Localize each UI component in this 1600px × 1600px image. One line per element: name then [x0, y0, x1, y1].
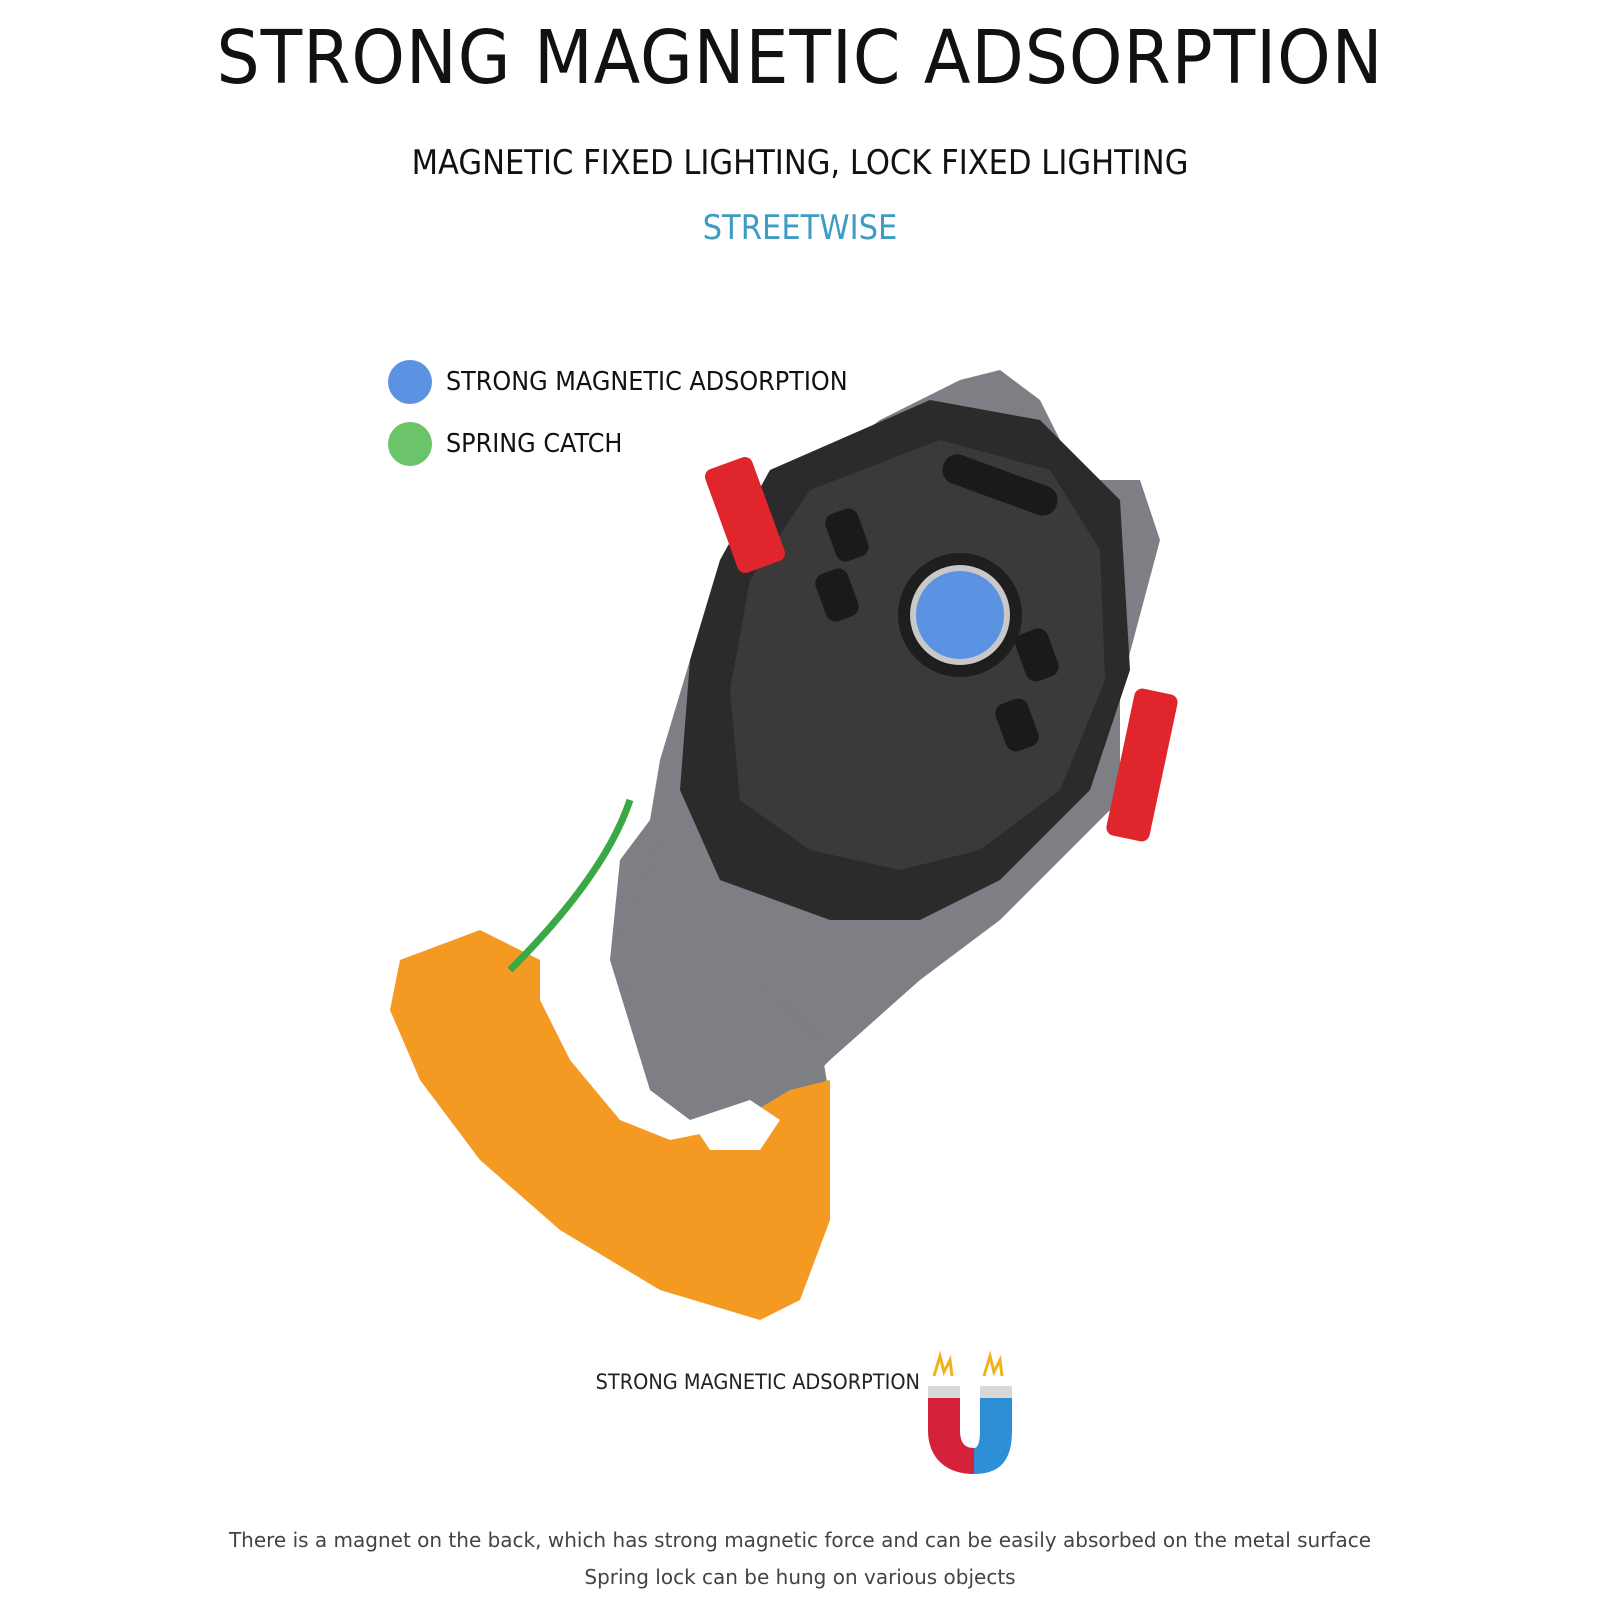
legend: STRONG MAGNETIC ADSORPTION SPRING CATCH — [388, 360, 883, 484]
slot — [942, 454, 1058, 516]
handle-notch — [690, 1100, 780, 1150]
horseshoe-magnet-icon — [928, 1350, 1012, 1474]
orange-handle — [390, 930, 830, 1320]
slot — [995, 698, 1039, 752]
green-dot-icon — [388, 422, 432, 466]
product-illustration — [390, 370, 1178, 1320]
magnet-note-label: STRONG MAGNETIC ADSORPTION — [595, 1370, 920, 1394]
brand-name: STREETWISE — [702, 208, 898, 248]
legend-label: STRONG MAGNETIC ADSORPTION — [446, 367, 848, 397]
spark-icon — [932, 1350, 954, 1377]
magnet-north-pole — [928, 1386, 974, 1474]
magnet-tip — [928, 1386, 960, 1398]
page-subtitle: MAGNETIC FIXED LIGHTING, LOCK FIXED LIGH… — [411, 143, 1189, 183]
magnet-disc — [916, 571, 1004, 659]
blue-dot-icon — [388, 360, 432, 404]
magnet-south-pole — [974, 1386, 1012, 1474]
slot — [815, 568, 859, 622]
legend-item-magnet: STRONG MAGNETIC ADSORPTION — [388, 360, 883, 404]
slot — [825, 508, 869, 562]
spring-catch-wire — [507, 798, 634, 973]
magnet-tip — [980, 1386, 1012, 1398]
description-line-2: Spring lock can be hung on various objec… — [584, 1565, 1016, 1589]
left-red-button — [704, 457, 786, 573]
right-red-button — [1106, 688, 1178, 842]
legend-item-spring: SPRING CATCH — [388, 422, 883, 466]
spring-catch-arm — [610, 840, 830, 1130]
description-line-1: There is a magnet on the back, which has… — [228, 1528, 1372, 1552]
legend-label: SPRING CATCH — [446, 429, 623, 459]
page-title: STRONG MAGNETIC ADSORPTION — [216, 15, 1384, 101]
slot — [1015, 628, 1059, 682]
spark-icon — [982, 1350, 1004, 1377]
